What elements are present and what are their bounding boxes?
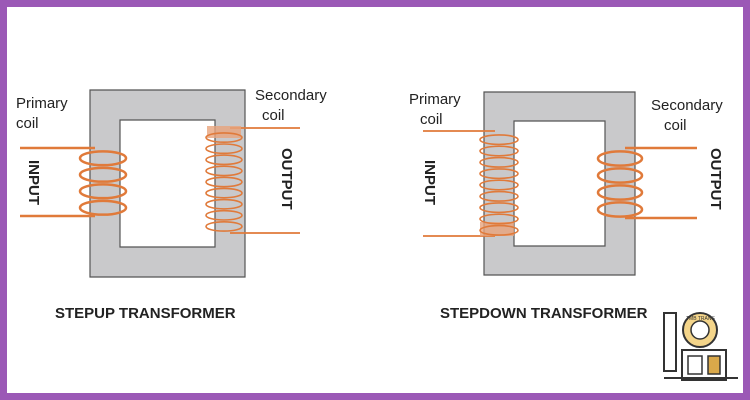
stepup-output-label: OUTPUT xyxy=(278,148,295,210)
logo-text: TMB TRANS xyxy=(686,316,715,322)
stepdown-primary-coil-turn xyxy=(479,156,519,168)
stepdown-input-label: INPUT xyxy=(421,160,438,205)
stepdown-secondary-coil-turn xyxy=(596,150,644,167)
stepup-secondary-coil-turn xyxy=(205,132,243,144)
stepdown-primary-coil-turn xyxy=(479,168,519,180)
stepdown-primary-coil-turn xyxy=(479,202,519,214)
stepup-secondary-coil-turn xyxy=(205,154,243,166)
stepup-secondary-coil-turn xyxy=(205,209,243,221)
stepdown-secondary-coil-turn xyxy=(596,201,644,218)
stepdown-primary-coil-turn xyxy=(479,190,519,202)
stepup-primary-coil-turn xyxy=(78,166,128,183)
stepup-primary-coil-turn xyxy=(78,183,128,200)
stepdown-secondary-label-line2: coil xyxy=(664,117,687,134)
stepup-primary-coil xyxy=(78,150,128,216)
stepdown-primary-coil-turn xyxy=(479,134,519,146)
stepdown-secondary-label-line1: Secondary xyxy=(651,97,723,114)
stepup-secondary-coil-turn xyxy=(205,165,243,177)
stepup-secondary-highlight xyxy=(207,126,241,138)
stepdown-primary-coil-turn xyxy=(479,179,519,191)
stepdown-secondary-coil-turn xyxy=(596,167,644,184)
stepdown-primary-coil xyxy=(479,134,519,236)
stepup-primary-label-line1: Primary xyxy=(16,95,68,112)
stepdown-primary-label-line1: Primary xyxy=(409,91,461,108)
stepup-secondary-coil xyxy=(205,132,243,232)
stepup-secondary-coil-turn xyxy=(205,176,243,188)
stepup-secondary-label-line2: coil xyxy=(262,107,285,124)
stepup-input-label: INPUT xyxy=(25,160,42,205)
tech-logo-icon: TMB TRANS xyxy=(660,308,738,386)
stepup-primary-coil-turn xyxy=(78,199,128,216)
stepdown-primary-coil-turn xyxy=(479,213,519,225)
stepdown-secondary-coil xyxy=(596,150,644,218)
stepup-secondary-coil-turn xyxy=(205,198,243,210)
stepdown-primary-coil-turn xyxy=(479,224,519,236)
stepdown-primary-label-line2: coil xyxy=(420,111,443,128)
stepup-title: STEPUP TRANSFORMER xyxy=(55,305,236,322)
stepup-secondary-coil-turn xyxy=(205,187,243,199)
stepdown-core xyxy=(483,91,636,276)
stepup-primary-coil-turn xyxy=(78,150,128,167)
stepup-core xyxy=(89,89,246,278)
stepdown-transformer: Primary coil Secondary coil INPUT OUTPUT… xyxy=(409,91,724,322)
stepup-secondary-label-line1: Secondary xyxy=(255,87,327,104)
stepdown-primary-coil-turn xyxy=(479,145,519,157)
stepup-transformer: Primary coil Secondary coil INPUT OUTPUT… xyxy=(16,87,327,322)
stepup-secondary-coil-turn xyxy=(205,220,243,232)
stepdown-output-label: OUTPUT xyxy=(707,148,724,210)
stepup-primary-label-line2: coil xyxy=(16,115,39,132)
stepup-secondary-coil-turn xyxy=(205,143,243,155)
stepdown-secondary-coil-turn xyxy=(596,184,644,201)
stepdown-title: STEPDOWN TRANSFORMER xyxy=(440,305,648,322)
